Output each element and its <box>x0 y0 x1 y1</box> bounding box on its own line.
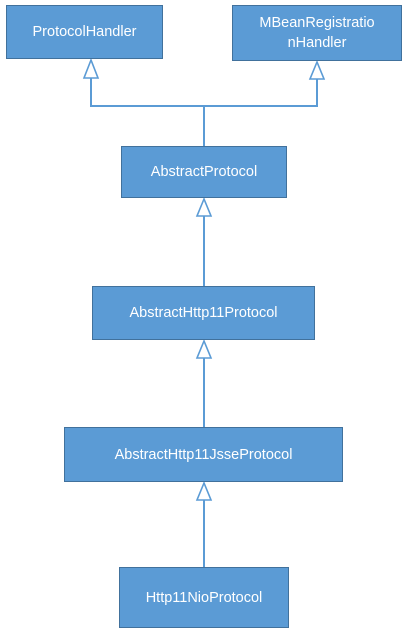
node-mbean-registration-handler: MBeanRegistratio nHandler <box>232 5 402 61</box>
node-abstract-protocol: AbstractProtocol <box>121 146 287 198</box>
node-label: ProtocolHandler <box>32 24 137 40</box>
inheritance-arrowhead-icon <box>308 59 326 80</box>
inheritance-arrowhead-icon <box>82 57 100 79</box>
inheritance-arrowhead-icon <box>195 196 213 217</box>
edge-fork-to-mbean-registration-handler <box>204 79 318 107</box>
node-abstract-http11-protocol: AbstractHttp11Protocol <box>92 286 315 340</box>
node-abstract-http11-jsse-protocol: AbstractHttp11JsseProtocol <box>64 427 343 482</box>
node-label: AbstractHttp11Protocol <box>129 305 278 321</box>
node-label: MBeanRegistratio nHandler <box>259 15 375 51</box>
node-label: AbstractProtocol <box>150 164 258 180</box>
node-protocol-handler: ProtocolHandler <box>6 5 163 59</box>
inheritance-arrowhead-icon <box>195 480 213 501</box>
edge-fork-to-protocol-handler <box>90 78 204 107</box>
node-label: Http11NioProtocol <box>145 589 263 606</box>
inheritance-arrowhead-icon <box>195 338 213 359</box>
node-http11-nio-protocol: Http11NioProtocol <box>119 567 289 628</box>
node-label: AbstractHttp11JsseProtocol <box>114 446 293 463</box>
